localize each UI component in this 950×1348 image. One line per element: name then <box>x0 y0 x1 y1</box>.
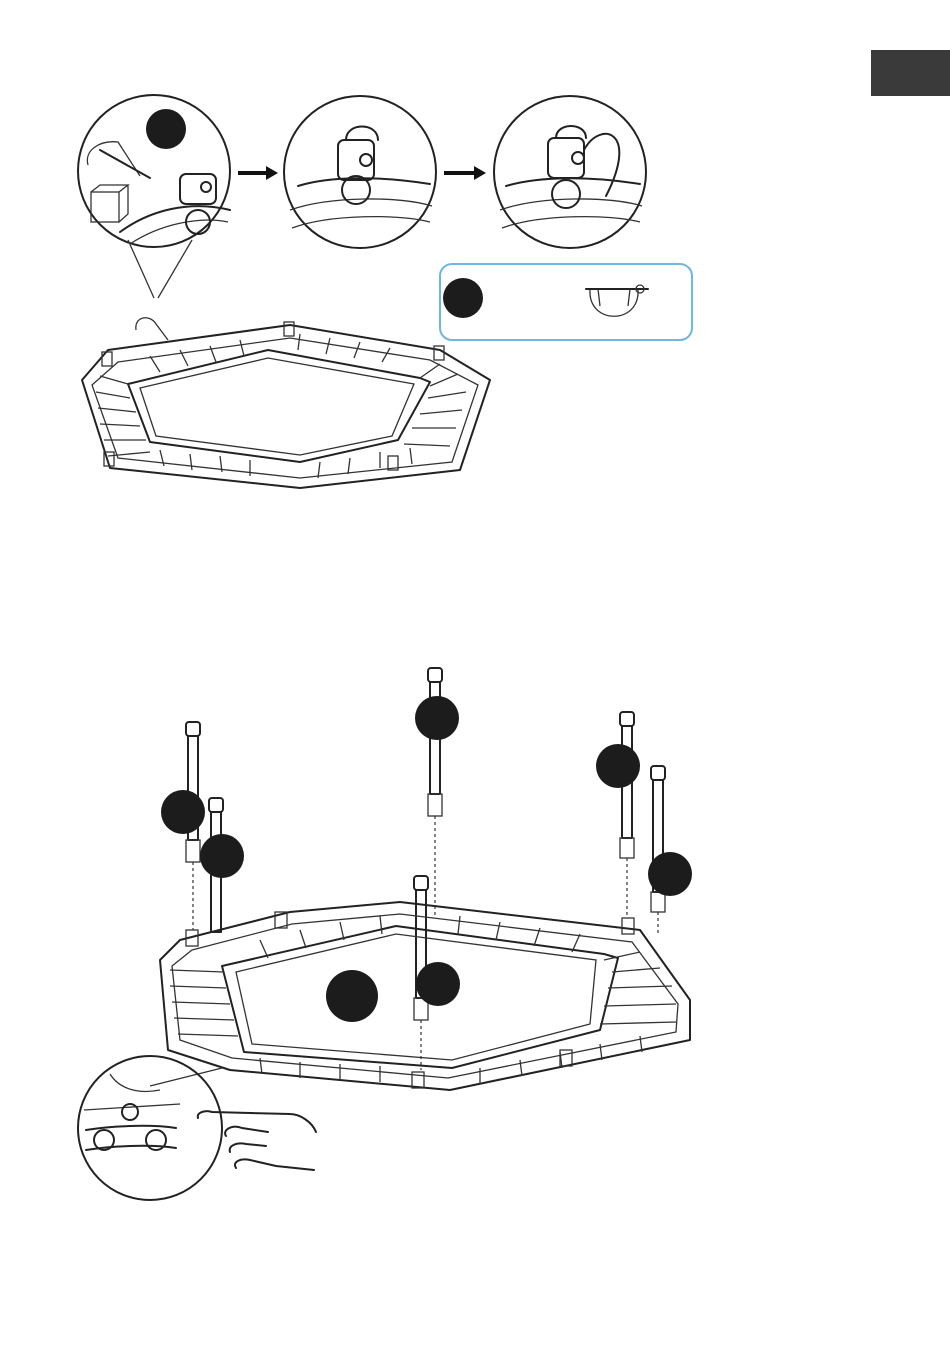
detail-circle-1 <box>78 95 230 247</box>
badge-leg <box>161 790 205 834</box>
badge-1-b <box>443 278 483 318</box>
badge-leg <box>200 834 244 878</box>
leg-3 <box>415 668 459 916</box>
badge-leg <box>416 962 460 1006</box>
badge-leg <box>596 744 640 788</box>
leg-5 <box>648 766 692 936</box>
detail-circle-2 <box>284 96 436 248</box>
figure-pin-insertion <box>78 95 692 488</box>
badge-leg <box>648 852 692 896</box>
part-callout <box>440 264 692 340</box>
pointing-hand-icon <box>198 1111 316 1170</box>
badge-1-a <box>146 109 186 149</box>
leg-1 <box>161 722 205 930</box>
lock-pin-icon <box>586 285 648 316</box>
leg-4 <box>596 712 640 918</box>
trampoline-frame-top <box>82 322 490 488</box>
badge-mat <box>326 970 378 1022</box>
badge-leg <box>415 696 459 740</box>
detail-circle-lock <box>78 1056 222 1200</box>
detail-circle-3 <box>494 96 646 248</box>
arrow-right-icon <box>444 166 486 180</box>
leg-2 <box>200 798 244 932</box>
arrow-right-icon <box>238 166 278 180</box>
figure-leg-mounting <box>78 668 692 1200</box>
